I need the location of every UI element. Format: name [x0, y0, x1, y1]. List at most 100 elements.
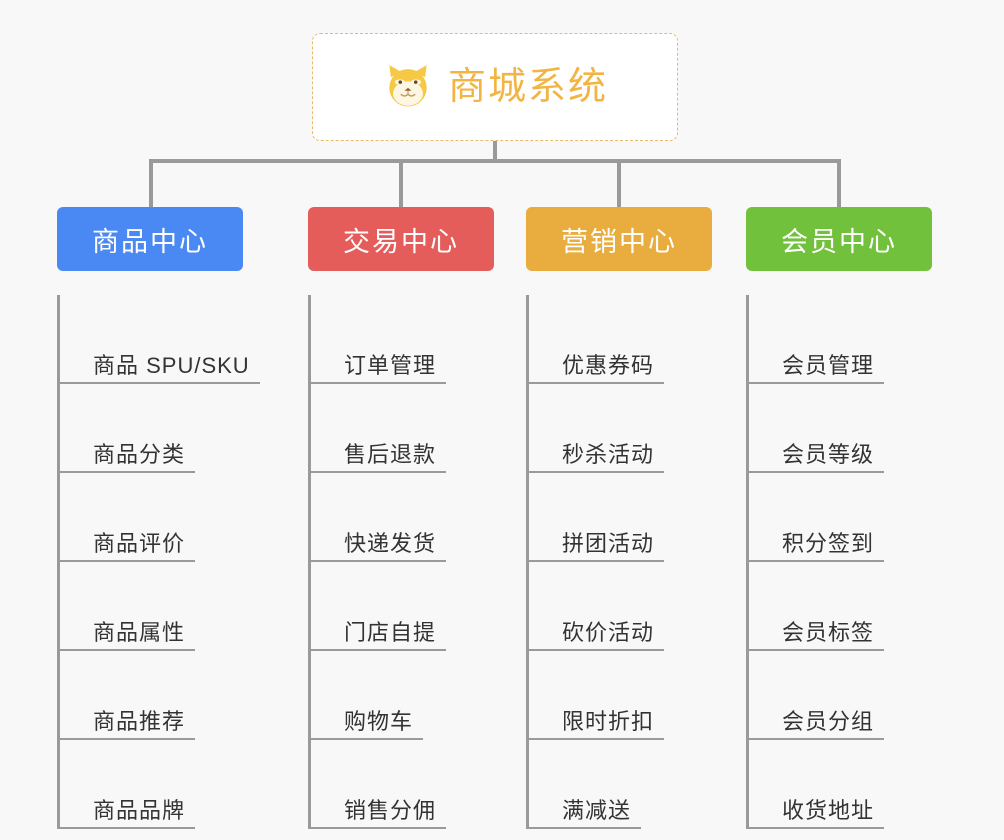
category-label-1: 交易中心 — [343, 226, 459, 257]
shiba-dog-face-icon — [389, 65, 427, 107]
connector-drop-1 — [399, 159, 403, 207]
leaf-label: 拼团活动 — [562, 530, 655, 556]
category-header-1[interactable]: 交易中心 — [308, 207, 494, 271]
leaf-item[interactable]: 商品分类 — [57, 384, 243, 473]
leaf-underline — [57, 738, 195, 740]
leaf-item[interactable]: 收货地址 — [746, 740, 932, 829]
category-column-0: 商品中心 商品 SPU/SKU 商品分类 商品评价 商品属性 商品推荐 — [57, 207, 260, 829]
leaf-item[interactable]: 商品 SPU/SKU — [57, 295, 260, 384]
category-column-1: 交易中心 订单管理 售后退款 快递发货 门店自提 购物车 — [308, 207, 494, 829]
leaf-label: 商品品牌 — [93, 797, 186, 823]
leaf-item[interactable]: 销售分佣 — [308, 740, 494, 829]
category-header-0[interactable]: 商品中心 — [57, 207, 243, 271]
leaf-item[interactable]: 优惠券码 — [526, 295, 712, 384]
leaf-underline — [57, 827, 195, 829]
leaf-label: 快递发货 — [344, 530, 437, 556]
leaf-label: 会员等级 — [782, 441, 875, 467]
leaf-item[interactable]: 会员管理 — [746, 295, 932, 384]
leaf-label: 秒杀活动 — [562, 441, 655, 467]
leaf-label: 售后退款 — [344, 441, 437, 467]
leaf-label: 商品 SPU/SKU — [93, 352, 250, 378]
leaf-item[interactable]: 商品品牌 — [57, 740, 243, 829]
leaf-item[interactable]: 砍价活动 — [526, 562, 712, 651]
leaf-list-2: 优惠券码 秒杀活动 拼团活动 砍价活动 限时折扣 满减送 — [526, 295, 712, 829]
leaf-label: 订单管理 — [344, 352, 437, 378]
leaf-label: 会员标签 — [782, 619, 875, 645]
leaf-underline — [308, 827, 446, 829]
connector-horizontal-bus — [149, 159, 841, 163]
leaf-list-0: 商品 SPU/SKU 商品分类 商品评价 商品属性 商品推荐 商品品牌 — [57, 295, 260, 829]
leaf-underline — [57, 560, 195, 562]
connector-drop-0 — [149, 159, 153, 207]
leaf-underline — [526, 649, 664, 651]
leaf-label: 购物车 — [344, 708, 414, 734]
category-column-2: 营销中心 优惠券码 秒杀活动 拼团活动 砍价活动 限时折扣 — [526, 207, 712, 829]
leaf-underline — [57, 382, 260, 384]
leaf-underline — [526, 827, 641, 829]
leaf-trunk-3 — [746, 295, 749, 829]
leaf-item[interactable]: 积分签到 — [746, 473, 932, 562]
leaf-underline — [57, 649, 195, 651]
leaf-item[interactable]: 购物车 — [308, 651, 494, 740]
leaf-label: 限时折扣 — [562, 708, 655, 734]
leaf-item[interactable]: 满减送 — [526, 740, 712, 829]
leaf-trunk-1 — [308, 295, 311, 829]
category-header-3[interactable]: 会员中心 — [746, 207, 932, 271]
category-label-2: 营销中心 — [561, 226, 677, 257]
leaf-label: 砍价活动 — [562, 619, 655, 645]
category-label-0: 商品中心 — [92, 226, 208, 257]
leaf-item[interactable]: 商品属性 — [57, 562, 243, 651]
leaf-label: 商品属性 — [93, 619, 186, 645]
category-label-3: 会员中心 — [781, 226, 897, 257]
leaf-underline — [57, 471, 195, 473]
leaf-trunk-2 — [526, 295, 529, 829]
leaf-item[interactable]: 秒杀活动 — [526, 384, 712, 473]
leaf-item[interactable]: 限时折扣 — [526, 651, 712, 740]
leaf-label: 销售分佣 — [344, 797, 437, 823]
leaf-label: 会员分组 — [782, 708, 875, 734]
leaf-label: 优惠券码 — [562, 352, 655, 378]
leaf-item[interactable]: 快递发货 — [308, 473, 494, 562]
leaf-underline — [526, 471, 664, 473]
leaf-underline — [526, 382, 664, 384]
leaf-underline — [526, 560, 664, 562]
leaf-underline — [526, 738, 664, 740]
leaf-label: 会员管理 — [782, 352, 875, 378]
leaf-item[interactable]: 拼团活动 — [526, 473, 712, 562]
leaf-label: 收货地址 — [782, 797, 875, 823]
leaf-underline — [308, 649, 446, 651]
leaf-underline — [308, 471, 446, 473]
leaf-list-3: 会员管理 会员等级 积分签到 会员标签 会员分组 收货地址 — [746, 295, 932, 829]
leaf-underline — [746, 382, 884, 384]
leaf-underline — [308, 738, 423, 740]
connector-drop-2 — [617, 159, 621, 207]
root-node[interactable]: 商城系统 — [312, 33, 678, 141]
leaf-underline — [746, 738, 884, 740]
leaf-underline — [308, 382, 446, 384]
leaf-item[interactable]: 会员等级 — [746, 384, 932, 473]
leaf-underline — [308, 560, 446, 562]
category-header-2[interactable]: 营销中心 — [526, 207, 712, 271]
leaf-underline — [746, 827, 884, 829]
leaf-underline — [746, 649, 884, 651]
leaf-item[interactable]: 订单管理 — [308, 295, 494, 384]
leaf-label: 满减送 — [562, 797, 632, 823]
leaf-underline — [746, 471, 884, 473]
leaf-item[interactable]: 门店自提 — [308, 562, 494, 651]
root-title: 商城系统 — [447, 66, 608, 108]
leaf-trunk-0 — [57, 295, 60, 829]
leaf-label: 商品分类 — [93, 441, 186, 467]
leaf-list-1: 订单管理 售后退款 快递发货 门店自提 购物车 销售分佣 — [308, 295, 494, 829]
leaf-item[interactable]: 商品评价 — [57, 473, 243, 562]
leaf-item[interactable]: 会员分组 — [746, 651, 932, 740]
leaf-label: 门店自提 — [344, 619, 437, 645]
leaf-underline — [746, 560, 884, 562]
category-column-3: 会员中心 会员管理 会员等级 积分签到 会员标签 会员分组 — [746, 207, 932, 829]
connector-root-stem — [493, 141, 497, 161]
leaf-item[interactable]: 商品推荐 — [57, 651, 243, 740]
leaf-label: 积分签到 — [782, 530, 875, 556]
leaf-item[interactable]: 售后退款 — [308, 384, 494, 473]
leaf-label: 商品评价 — [93, 530, 186, 556]
leaf-item[interactable]: 会员标签 — [746, 562, 932, 651]
